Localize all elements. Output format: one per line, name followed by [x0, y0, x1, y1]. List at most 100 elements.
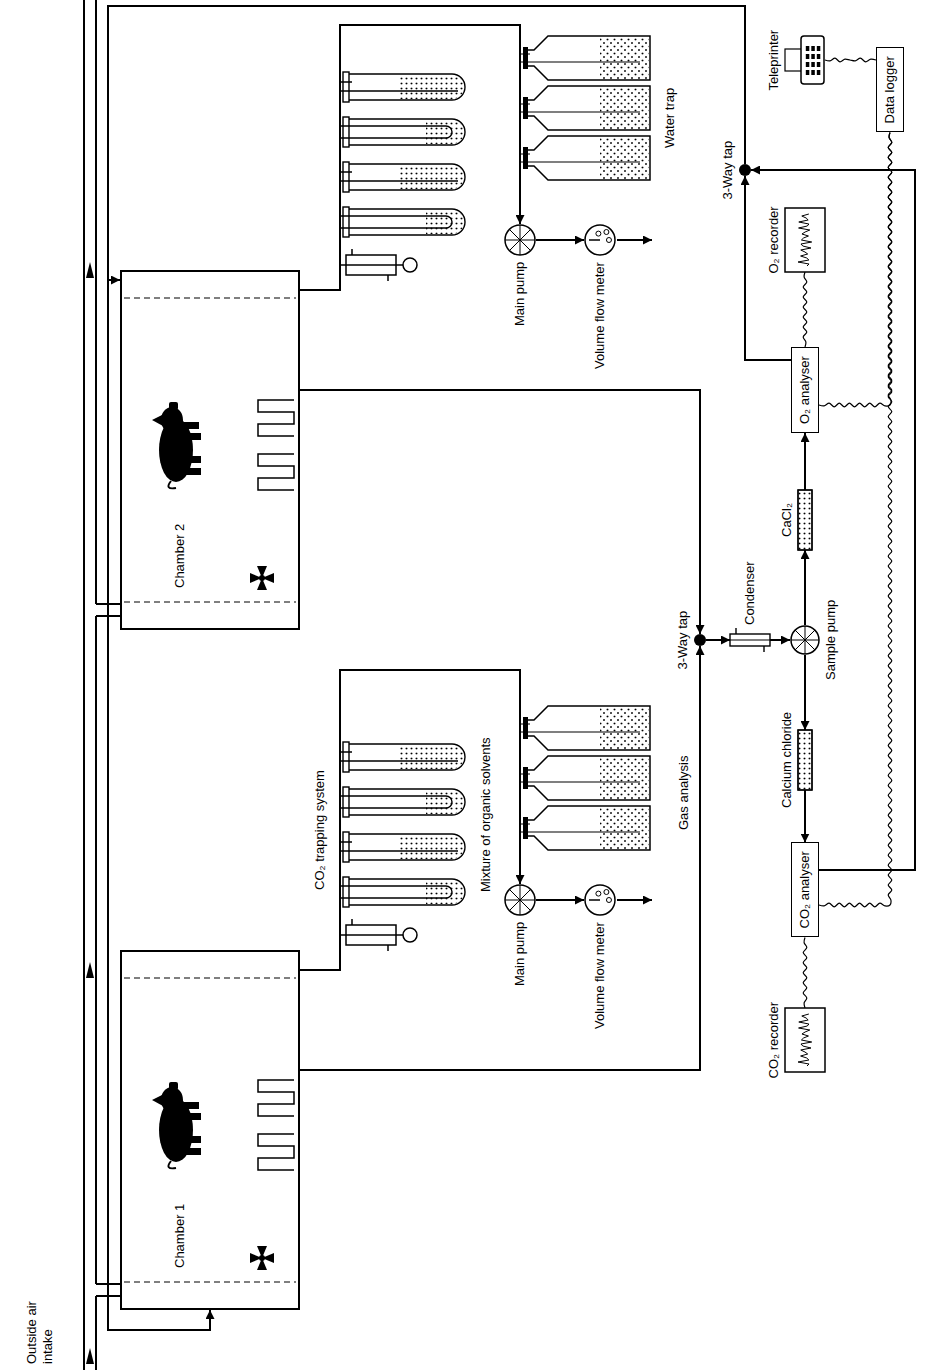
- gas-pipe: [300, 390, 700, 634]
- drying-tube: Calcium chloride: [798, 730, 812, 790]
- pump-symbol-icon: [805, 640, 815, 650]
- signal-wire: [825, 58, 876, 62]
- pump-symbol-icon: [795, 630, 805, 640]
- flow-meter-icon: [606, 238, 611, 243]
- gas-pipe: [804, 433, 806, 490]
- air-duct: [84, 0, 120, 1370]
- pump-symbol-icon: [509, 889, 520, 900]
- gas-pipe: [804, 655, 806, 730]
- flow-meter-icon: [589, 899, 600, 901]
- pump-symbol-icon: [790, 625, 820, 655]
- chamber-interior: [124, 298, 296, 602]
- flow-meter-icon: [584, 224, 616, 256]
- air-duct: [84, 0, 120, 1370]
- teleprinter-icon: [811, 62, 815, 67]
- symbol-label: CaCl₂: [779, 503, 795, 537]
- condenser-icon: [730, 634, 770, 646]
- group-label: Mixture of organic solvents: [478, 737, 494, 892]
- drying-tube-icon: [798, 730, 812, 790]
- pump-symbol-icon: [505, 885, 535, 915]
- symbol-label: CO₂ recorder: [766, 1002, 782, 1079]
- signal-wire: [803, 272, 807, 347]
- flow-meter-icon: [596, 891, 601, 896]
- symbol-label: 3-Way tap: [720, 141, 736, 200]
- gas-pipe: [300, 670, 520, 970]
- flow-meter-icon: [589, 239, 600, 241]
- drying-tube-icon: [798, 490, 812, 550]
- pump-symbol: Main pump: [504, 224, 536, 256]
- exhaust-arrow: [617, 899, 652, 901]
- recorder-icon: [785, 208, 825, 272]
- teleprinter-icon: [817, 62, 821, 67]
- teleprinter-icon: [811, 54, 815, 59]
- symbol-label: Sample pump: [823, 600, 839, 680]
- trapping-train: [340, 36, 650, 281]
- pump-symbol-icon: [520, 240, 535, 241]
- tap-symbol-icon: [694, 634, 706, 646]
- data-logger: Data logger: [876, 47, 904, 132]
- gas-pipe: [536, 899, 584, 901]
- gas-pipe: [536, 239, 584, 241]
- group-label: Gas analysis: [676, 756, 692, 830]
- condenser-icon: [730, 631, 770, 649]
- recorder-icon: [785, 1008, 825, 1072]
- pump-symbol-icon: [509, 240, 520, 251]
- pump-symbol-icon: [520, 225, 521, 240]
- teleprinter-icon: [806, 54, 810, 59]
- pump-symbol-icon: [504, 224, 536, 256]
- inlet-label: Outside air intake: [24, 1288, 55, 1364]
- teleprinter-icon: [806, 70, 810, 75]
- flow-meter-icon: [606, 898, 611, 903]
- flow-meter: Volume flow meter: [584, 224, 616, 256]
- symbol-label: Main pump: [512, 922, 528, 986]
- node-label: Chamber 2: [172, 524, 188, 588]
- group-label: Water trap: [662, 88, 678, 148]
- analyser-box: O₂ analyser: [791, 347, 819, 433]
- symbol-label: Teleprinter: [766, 30, 782, 91]
- tap-symbol-icon: [739, 164, 751, 176]
- tap-symbol-icon: [694, 634, 706, 646]
- teleprinter-icon: [817, 46, 821, 51]
- pump-symbol-icon: [505, 900, 520, 901]
- pump-symbol-icon: [520, 900, 521, 915]
- flow-meter-icon: [584, 884, 616, 916]
- pump-symbol: Sample pump: [790, 625, 820, 655]
- pump-symbol-icon: [509, 229, 520, 240]
- signal-wire: [819, 133, 892, 407]
- node-label: O₂ analyser: [797, 356, 813, 424]
- signal-wire: [819, 133, 892, 907]
- trapping-train: [340, 706, 650, 951]
- pump-symbol: Main pump: [504, 884, 536, 916]
- pump-symbol-icon: [520, 240, 531, 251]
- gas-pipe: [300, 25, 520, 290]
- pump-symbol-icon: [791, 626, 819, 654]
- recorder-icon: [785, 1008, 825, 1072]
- chamber-box: Chamber 1: [120, 950, 300, 1310]
- gas-pipe: [751, 170, 915, 870]
- flow-meter-icon: [604, 890, 609, 895]
- flow-meter-icon: [596, 231, 601, 236]
- gas-pipe: [804, 790, 806, 843]
- pump-symbol-icon: [504, 884, 536, 916]
- drying-tube-icon: [798, 490, 812, 550]
- teleprinter-icon: [806, 46, 810, 51]
- flow-meter: Volume flow meter: [584, 884, 616, 916]
- tap-symbol: 3-Way tap: [694, 634, 706, 646]
- teleprinter-icon: [801, 36, 824, 84]
- chamber-interior: [124, 298, 296, 1282]
- gas-pipe: [706, 639, 730, 641]
- pump-symbol-icon: [520, 889, 531, 900]
- pump-symbol-icon: [805, 630, 815, 640]
- tap-symbol: 3-Way tap: [739, 164, 751, 176]
- node-label: CO₂ analyser: [797, 851, 813, 928]
- teleprinter-icon: [811, 46, 815, 51]
- chamber-interior: [124, 978, 296, 1282]
- gas-pipe: [108, 6, 745, 1330]
- condenser-icon: [730, 639, 770, 640]
- node-label: Chamber 1: [172, 1204, 188, 1268]
- pump-symbol-icon: [520, 885, 521, 900]
